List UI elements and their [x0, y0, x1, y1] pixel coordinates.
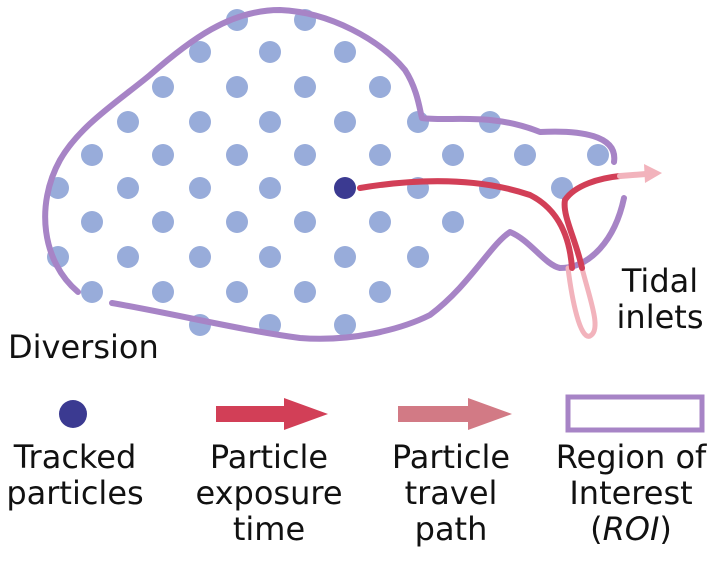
background-particle — [152, 144, 174, 166]
tidal-inlets-label: Tidal inlets — [616, 262, 704, 336]
background-particle — [117, 177, 139, 199]
background-particle — [226, 281, 248, 303]
background-particle — [189, 246, 211, 268]
background-particle — [189, 111, 211, 133]
roi-boundary — [42, 7, 618, 295]
legend-roi-abbrev: ROI — [602, 509, 660, 548]
background-particle — [81, 144, 103, 166]
travel-path-out — [617, 171, 649, 179]
background-particle — [259, 111, 281, 133]
background-particle — [81, 211, 103, 233]
background-particle — [334, 314, 356, 336]
background-particle — [117, 246, 139, 268]
roi-boundary-lower — [109, 195, 627, 342]
background-particle — [226, 144, 248, 166]
legend-exposure-arrow-icon — [216, 398, 328, 430]
legend-tracked-particle-icon — [59, 400, 87, 428]
background-particle — [514, 144, 536, 166]
particle-grid — [47, 9, 609, 336]
background-particle — [189, 41, 211, 63]
background-particle — [294, 144, 316, 166]
background-particle — [117, 111, 139, 133]
background-particle — [442, 144, 464, 166]
exposure-path — [357, 178, 575, 271]
legend-roi-box-icon — [565, 394, 705, 433]
background-particle — [587, 144, 609, 166]
background-particle — [369, 211, 391, 233]
background-particle — [152, 211, 174, 233]
background-particle — [259, 177, 281, 199]
background-particle — [334, 41, 356, 63]
background-particle — [189, 177, 211, 199]
legend-exposure-time-label: Particle exposure time — [195, 438, 343, 548]
background-particle — [369, 281, 391, 303]
background-particle — [294, 211, 316, 233]
background-particle — [369, 144, 391, 166]
legend-roi-label: Region of Interest (ROI) — [555, 438, 707, 548]
background-particle — [334, 111, 356, 133]
background-particle — [294, 76, 316, 98]
background-particle — [407, 246, 429, 268]
legend-travel-arrow-icon — [398, 398, 512, 430]
background-particle — [259, 246, 281, 268]
diversion-label: Diversion — [8, 328, 159, 366]
background-particle — [152, 281, 174, 303]
travel-path-arrowhead — [644, 164, 662, 183]
background-particle — [369, 76, 391, 98]
background-particle — [294, 281, 316, 303]
background-particle — [226, 211, 248, 233]
exposure-return — [561, 173, 623, 271]
background-particle — [152, 76, 174, 98]
background-particle — [442, 211, 464, 233]
background-particle — [81, 281, 103, 303]
tracked-particle — [334, 177, 356, 199]
background-particle — [226, 76, 248, 98]
travel-path-loop — [565, 265, 598, 339]
legend-travel-path-label: Particle travel path — [391, 438, 511, 548]
background-particle — [407, 111, 429, 133]
background-particle — [334, 246, 356, 268]
background-particle — [259, 41, 281, 63]
legend-tracked-particles-label: Tracked particles — [6, 438, 144, 512]
